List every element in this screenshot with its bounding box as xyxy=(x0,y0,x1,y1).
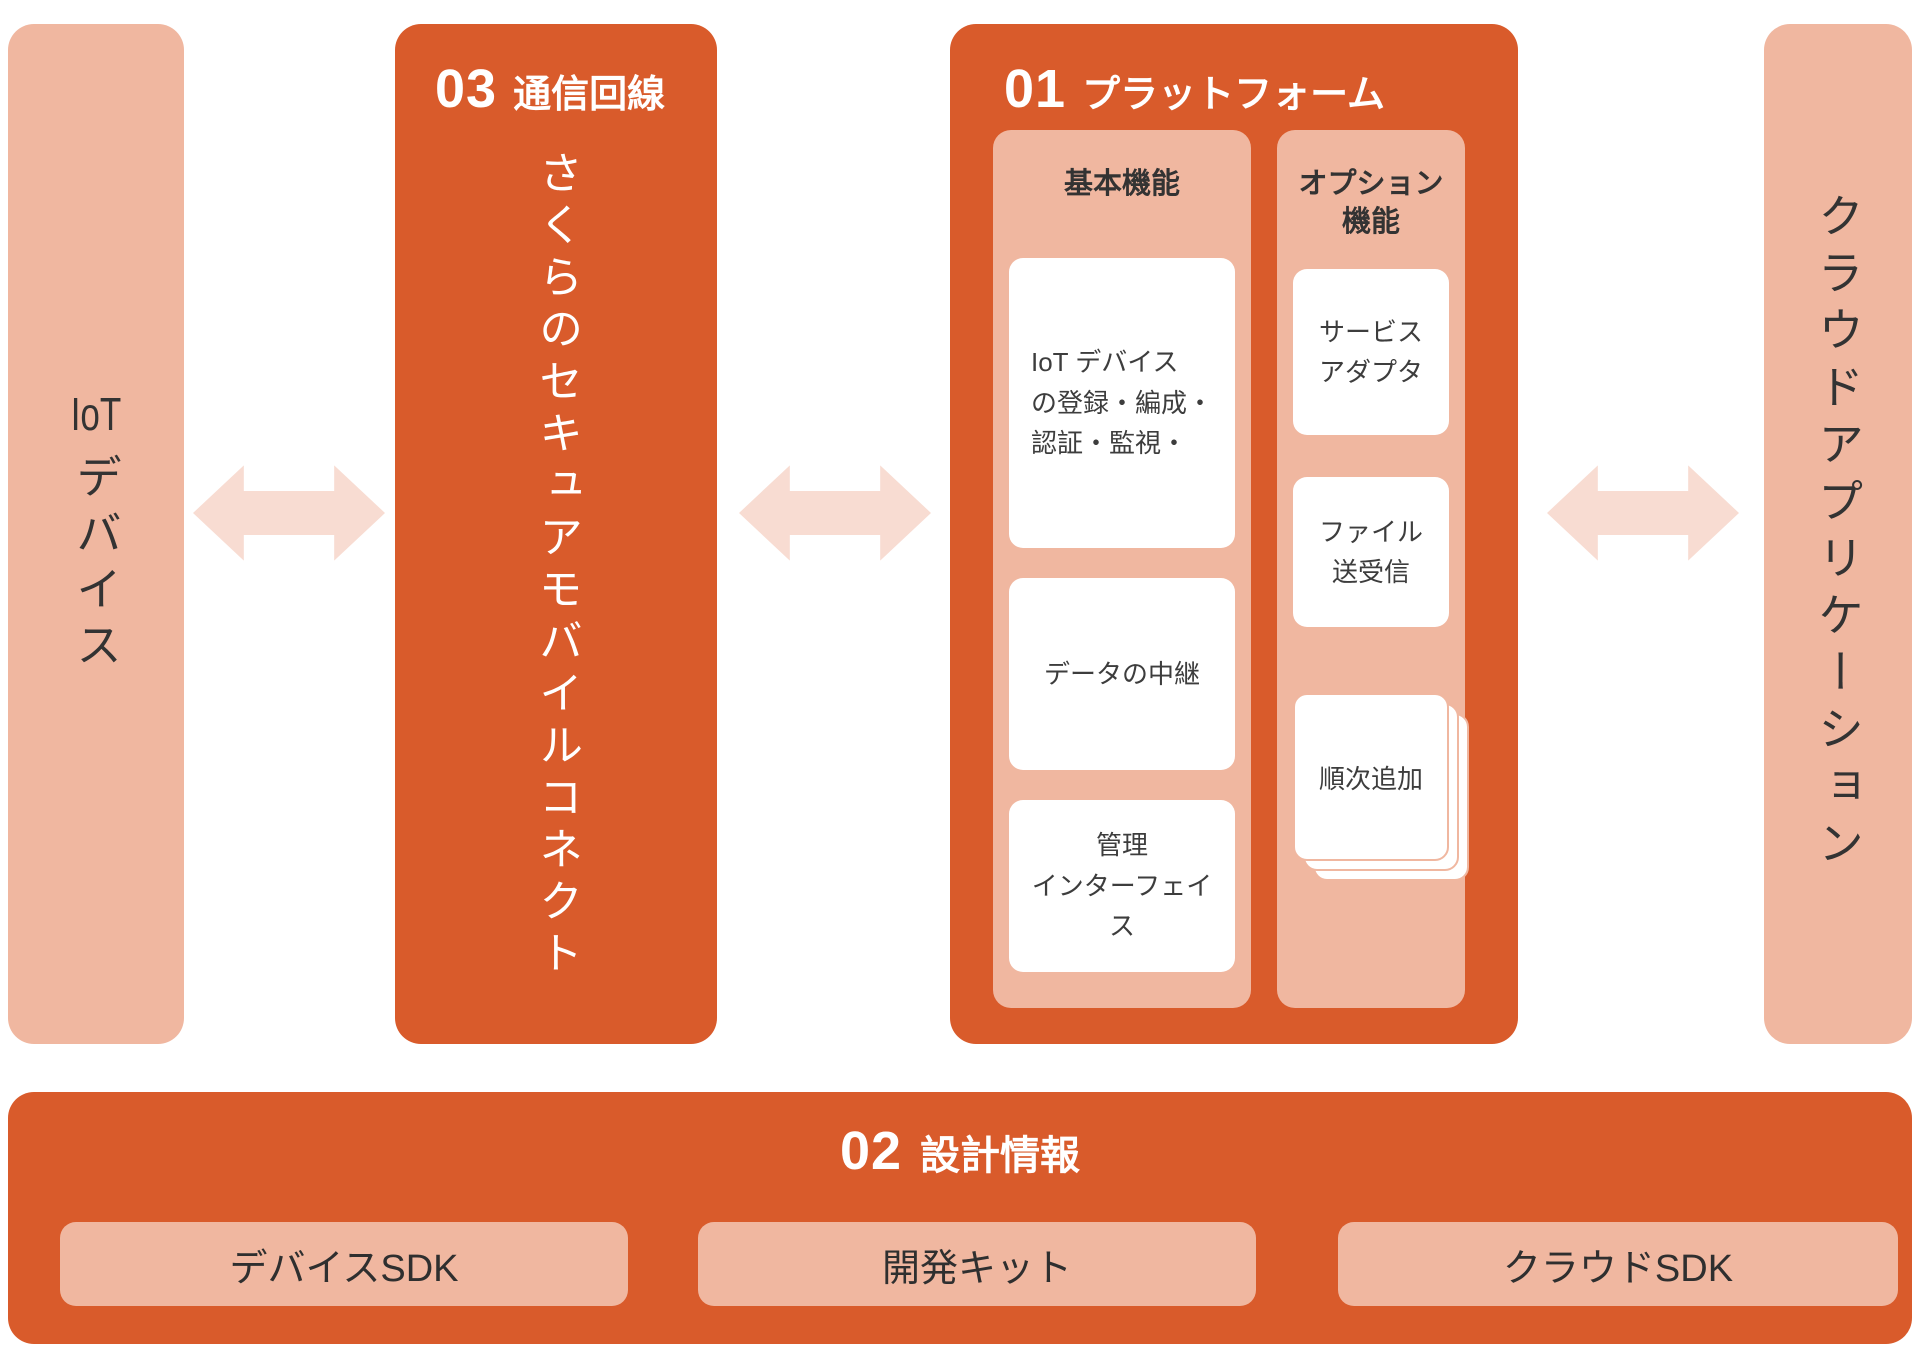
network-column: 03 通信回線 さくらのセキュアモバイルコネクト xyxy=(395,24,717,1044)
card-management-interface: 管理 インターフェイス xyxy=(1009,799,1235,972)
basic-functions-panel: 基本機能 IoT デバイス の登録・編成・ 認証・監視・ データの中継 管理 イ… xyxy=(993,130,1251,1008)
network-number: 03 xyxy=(435,59,498,119)
iot-devices-label-latin: IoT xyxy=(70,391,122,437)
double-arrow-icon xyxy=(1547,465,1739,561)
design-info-title: 設計情報 xyxy=(920,1134,1081,1178)
platform-column: 01 プラットフォーム 基本機能 IoT デバイス の登録・編成・ 認証・監視・… xyxy=(950,24,1518,1044)
cloud-application-label: クラウドアプリケーション xyxy=(1812,192,1864,876)
card-device-registration: IoT デバイス の登録・編成・ 認証・監視・ xyxy=(1009,257,1235,548)
platform-number: 01 xyxy=(1004,59,1067,119)
network-service-label: さくらのセキュアモバイルコネクト xyxy=(532,150,581,982)
iot-devices-column: IoT デバイス xyxy=(8,24,184,1044)
cloud-sdk-box: クラウドSDK xyxy=(1338,1222,1898,1306)
iot-devices-label-kana: デバイス xyxy=(70,453,122,677)
optional-functions-panel: オプション 機能 サービス アダプタ ファイル 送受信 順次追加 xyxy=(1277,130,1465,1008)
basic-functions-header: 基本機能 xyxy=(1063,168,1180,200)
platform-title: プラットフォーム xyxy=(1082,74,1385,116)
platform-body: 基本機能 IoT デバイス の登録・編成・ 認証・監視・ データの中継 管理 イ… xyxy=(993,130,1465,1008)
double-arrow-icon xyxy=(193,465,385,561)
network-body: さくらのセキュアモバイルコネクト xyxy=(395,150,717,1020)
iot-devices-label: IoT デバイス xyxy=(63,391,129,677)
card-service-adapter: サービス アダプタ xyxy=(1293,269,1449,436)
device-sdk-box: デバイスSDK xyxy=(60,1222,628,1306)
cloud-application-column: クラウドアプリケーション xyxy=(1764,24,1912,1044)
card-more-features: 順次追加 xyxy=(1293,693,1449,862)
card-data-relay: データの中継 xyxy=(1009,577,1235,770)
network-title: 通信回線 xyxy=(513,74,666,116)
card-stack-more-features: 順次追加 xyxy=(1293,693,1449,862)
double-arrow-icon xyxy=(739,465,931,561)
card-file-transfer: ファイル 送受信 xyxy=(1293,477,1449,628)
design-info-number: 02 xyxy=(839,1121,903,1181)
dev-kit-box: 開発キット xyxy=(698,1222,1256,1306)
network-header: 03 通信回線 xyxy=(435,58,665,120)
optional-functions-header: オプション 機能 xyxy=(1298,168,1444,238)
design-info-header: 02 設計情報 xyxy=(8,1120,1912,1182)
design-info-bar: 02 設計情報 デバイスSDK 開発キット クラウドSDK xyxy=(8,1092,1912,1344)
platform-header: 01 プラットフォーム xyxy=(1004,58,1385,120)
